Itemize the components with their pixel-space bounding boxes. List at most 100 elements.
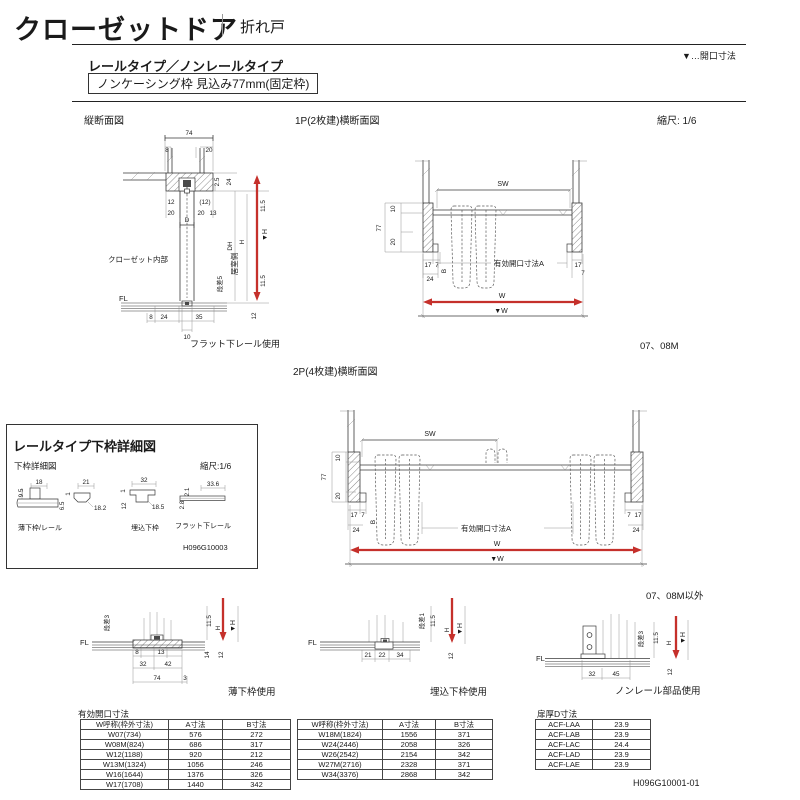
vw-dim: ▼W [418, 308, 588, 319]
effective-opening-label: 有効開口寸法A [494, 258, 544, 268]
floor-lines [545, 658, 650, 667]
b1-caption: 薄下枠使用 [228, 686, 276, 698]
dim-label: 14 [204, 651, 211, 659]
dim-label: 32 [588, 671, 596, 678]
dim-label: SW [497, 181, 509, 188]
dim-label: H [239, 239, 246, 244]
table-cell: ACF-LAC [535, 739, 593, 750]
dim-label: 13 [209, 210, 217, 217]
dim-label: 33.6 [207, 481, 220, 488]
dim-label: 20 [205, 147, 213, 154]
h2-section-title: 2P(4枚建)横断面図 [293, 367, 378, 378]
jamb-dims-left: 17 7 24 B [422, 252, 448, 283]
dim-label: ▼H [262, 229, 269, 241]
floor-level-label: FL [308, 638, 317, 647]
rail-insert [383, 639, 387, 642]
dim-label: 13 [157, 649, 165, 656]
detail-sub-title: 下枠詳細図 [14, 461, 57, 471]
dim-label: 21 [364, 652, 372, 659]
left-dims: 10 77 20 [321, 451, 360, 503]
title-divider [222, 14, 223, 36]
dim-label: ▼W [494, 308, 508, 315]
vertical-section-title: 縦断面図 [84, 116, 124, 127]
table-cell: 272 [222, 729, 291, 740]
dim-label: 11.5 [430, 615, 437, 627]
dim-label: 10 [183, 334, 191, 341]
dim-label: 32 [139, 661, 147, 668]
dim-label: H [666, 640, 673, 645]
scale-label: 縮尺: 1/6 [657, 116, 697, 127]
table-cell: ACF-LAB [535, 729, 593, 740]
header-rule [72, 44, 746, 45]
section-rule [72, 101, 746, 102]
table-cell: 246 [222, 759, 291, 770]
walls [340, 410, 647, 452]
floor-lines [92, 641, 205, 651]
down-red-arrow [448, 598, 456, 643]
dim-label: 2.8 [179, 500, 186, 509]
table-cell: 23.9 [592, 719, 651, 730]
dim-label: ▼W [490, 556, 504, 563]
table-cell: 371 [435, 729, 493, 740]
pivot-bracket [580, 625, 606, 659]
dim-label: ▼H [230, 620, 237, 632]
dim-label: 11.5 [206, 615, 213, 627]
top-dimension: 74 8 20 [164, 130, 214, 171]
step-label: 段差5 [215, 275, 224, 292]
dim-label: 8 [165, 147, 169, 154]
h1-section-diagram: SW 10 77 20 17 7 24 B 有効開口寸法A 17 7 W [376, 160, 588, 319]
w-red-arrow: W [422, 254, 584, 318]
dim-label: 8 [149, 314, 153, 321]
dim-label: 32 [140, 477, 148, 484]
lower-frame-details-diagram: 18 9.5 21 1 6.5 18.2 32 1 12 18.5 33.6 2… [16, 477, 231, 552]
bottom-dims: 32 45 [581, 660, 631, 680]
table-cell: 1440 [168, 779, 223, 790]
floor-lines [320, 641, 420, 651]
table-cell: W08M(824) [80, 739, 169, 750]
guide-lines [143, 612, 172, 640]
dim-label: 11.5 [653, 632, 660, 644]
detail-caption: フラット下レール [175, 522, 231, 530]
left-dims: 10 77 20 [376, 202, 423, 253]
recessed-frame [374, 641, 394, 650]
opening-dim-legend: ▼…開口寸法 [682, 51, 736, 61]
dim-label: 7 [581, 270, 585, 277]
dim-label: ▼H [457, 623, 464, 635]
sw-dim: SW [359, 431, 500, 463]
dim-label: 2.1 [184, 487, 191, 496]
table-cell: W12(1188) [80, 749, 169, 760]
dim-label: W [494, 541, 501, 548]
rail-insert [154, 636, 160, 640]
table-cell: W13M(1324) [80, 759, 169, 770]
height-red-arrow [253, 175, 261, 301]
table-cell: W18M(1824) [297, 729, 383, 740]
dim-label: 12 [218, 651, 225, 659]
dim-label: 11.5 [260, 275, 267, 287]
step-label: 段差3 [102, 614, 111, 631]
dim-label: 24 [352, 527, 360, 534]
vw-dim: ▼W [345, 556, 647, 567]
h1-section-title: 1P(2枚建)横断面図 [295, 116, 380, 127]
dim-label: (12) [199, 199, 210, 206]
dim-label: 6.5 [59, 501, 66, 510]
floor-slab [121, 302, 227, 312]
table-cell: 326 [222, 769, 291, 780]
effective-opening-label: 有効開口寸法A [461, 523, 511, 533]
jamb-dims-right: 7 17 24 [624, 502, 644, 534]
table-cell: 1056 [168, 759, 223, 770]
jambs [347, 451, 644, 503]
document-code: H096G10001-01 [633, 778, 700, 788]
dim-label: 17 [424, 262, 432, 269]
floor-level-label: FL [119, 294, 128, 303]
table1-title: 有効開口寸法 [78, 709, 130, 719]
column-header: B寸法 [435, 719, 493, 730]
dim-label: 1 [65, 492, 72, 496]
dim-label: 17 [350, 512, 358, 519]
track [360, 464, 631, 471]
table-cell: W17(1708) [80, 779, 169, 790]
